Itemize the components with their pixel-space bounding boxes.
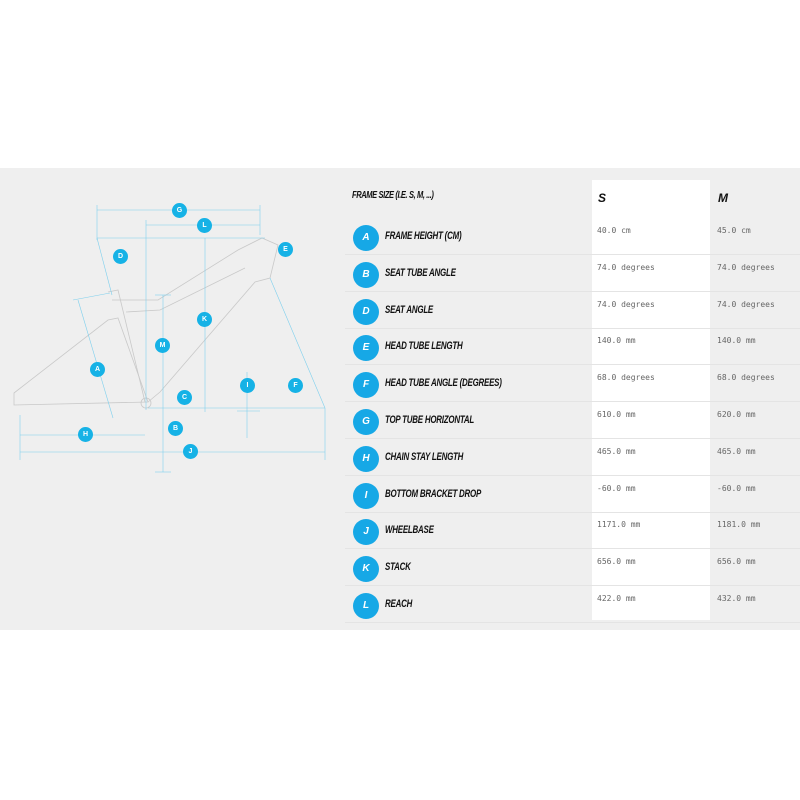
frame-size-header: FRAME SIZE (I.E. S, M, ...) (352, 190, 434, 201)
table-row: G TOP TUBE HORIZONTAL 610.0 mm 620.0 mm (345, 402, 800, 439)
table-row: I BOTTOM BRACKET DROP -60.0 mm -60.0 mm (345, 476, 800, 513)
size-s-header: S (598, 191, 607, 205)
measure-letter-badge: B (353, 261, 379, 288)
table-row: E HEAD TUBE LENGTH 140.0 mm 140.0 mm (345, 328, 800, 366)
size-m-value: 140.0 mm (717, 336, 756, 346)
measure-name: TOP TUBE HORIZONTAL (385, 414, 475, 426)
size-m-value: 74.0 degrees (717, 262, 775, 272)
measure-letter-badge: F (353, 372, 379, 399)
measure-name: REACH (385, 598, 413, 610)
size-s-value: 656.0 mm (597, 557, 636, 567)
size-s-value: 40.0 cm (597, 226, 631, 235)
measure-name: HEAD TUBE ANGLE (DEGREES) (385, 377, 502, 390)
diagram-label-l: L (197, 218, 212, 233)
measure-name: HEAD TUBE LENGTH (385, 340, 463, 353)
size-s-value: 610.0 mm (597, 410, 636, 419)
table-row: D SEAT ANGLE 74.0 degrees 74.0 degrees (345, 292, 800, 329)
diagram-label-h: H (78, 427, 93, 442)
size-s-value: 74.0 degrees (597, 262, 655, 272)
table-row: A FRAME HEIGHT (CM) 40.0 cm 45.0 cm (345, 218, 800, 255)
size-m-value: 45.0 cm (717, 226, 751, 235)
table-row: L REACH 422.0 mm 432.0 mm (345, 586, 800, 623)
diagram-label-j: J (183, 444, 198, 459)
measure-name: FRAME HEIGHT (CM) (385, 230, 462, 242)
size-s-value: -60.0 mm (597, 483, 636, 493)
measure-letter-badge: H (353, 445, 379, 472)
diagram-label-f: F (288, 378, 303, 393)
diagram-label-d: D (113, 249, 128, 264)
size-m-value: 74.0 degrees (717, 299, 775, 309)
size-s-value: 140.0 mm (597, 336, 636, 346)
table-row: K STACK 656.0 mm 656.0 mm (345, 549, 800, 587)
measure-letter-badge: L (353, 593, 379, 619)
measure-name: STACK (385, 561, 411, 574)
size-s-value: 1171.0 mm (597, 520, 641, 530)
table-row: B SEAT TUBE ANGLE 74.0 degrees 74.0 degr… (345, 255, 800, 292)
measure-letter-badge: D (353, 298, 379, 325)
bike-frame-drawing (13, 205, 326, 473)
measure-letter-badge: G (353, 409, 379, 435)
table-row: H CHAIN STAY LENGTH 465.0 mm 465.0 mm (345, 439, 800, 476)
diagram-label-c: C (177, 390, 192, 405)
measure-letter-badge: I (353, 482, 379, 509)
measure-name: WHEELBASE (385, 524, 434, 537)
size-m-value: 432.0 mm (717, 594, 756, 603)
measure-letter-badge: K (353, 556, 379, 583)
diagram-label-i: I (240, 378, 255, 393)
measure-letter-badge: A (353, 225, 379, 251)
size-m-value: 1181.0 mm (717, 520, 761, 530)
size-m-value: 656.0 mm (717, 557, 756, 567)
size-s-value: 465.0 mm (597, 446, 636, 456)
size-s-value: 74.0 degrees (597, 299, 655, 309)
measure-name: CHAIN STAY LENGTH (385, 450, 464, 463)
diagram-label-m: M (155, 338, 170, 353)
frame-geometry-diagram: G L D E K M A I F C B H J (0, 190, 340, 480)
size-m-header: M (718, 191, 728, 205)
size-m-value: 68.0 degrees (717, 373, 775, 383)
diagram-label-k: K (197, 312, 212, 327)
measure-letter-badge: J (353, 519, 379, 546)
measure-letter-badge: E (353, 335, 379, 362)
size-m-value: 465.0 mm (717, 446, 756, 456)
table-row: J WHEELBASE 1171.0 mm 1181.0 mm (345, 512, 800, 550)
diagram-label-e: E (278, 242, 293, 257)
size-m-value: 620.0 mm (717, 410, 756, 419)
measure-name: BOTTOM BRACKET DROP (385, 487, 482, 500)
measure-name: SEAT ANGLE (385, 303, 434, 316)
size-s-value: 422.0 mm (597, 594, 636, 603)
size-m-value: -60.0 mm (717, 483, 756, 493)
size-s-column-bg (592, 180, 710, 620)
diagram-label-a: A (90, 362, 105, 377)
table-row: F HEAD TUBE ANGLE (DEGREES) 68.0 degrees… (345, 365, 800, 403)
diagram-label-g: G (172, 203, 187, 218)
size-s-value: 68.0 degrees (597, 373, 655, 383)
diagram-label-b: B (168, 421, 183, 436)
measure-name: SEAT TUBE ANGLE (385, 266, 456, 279)
